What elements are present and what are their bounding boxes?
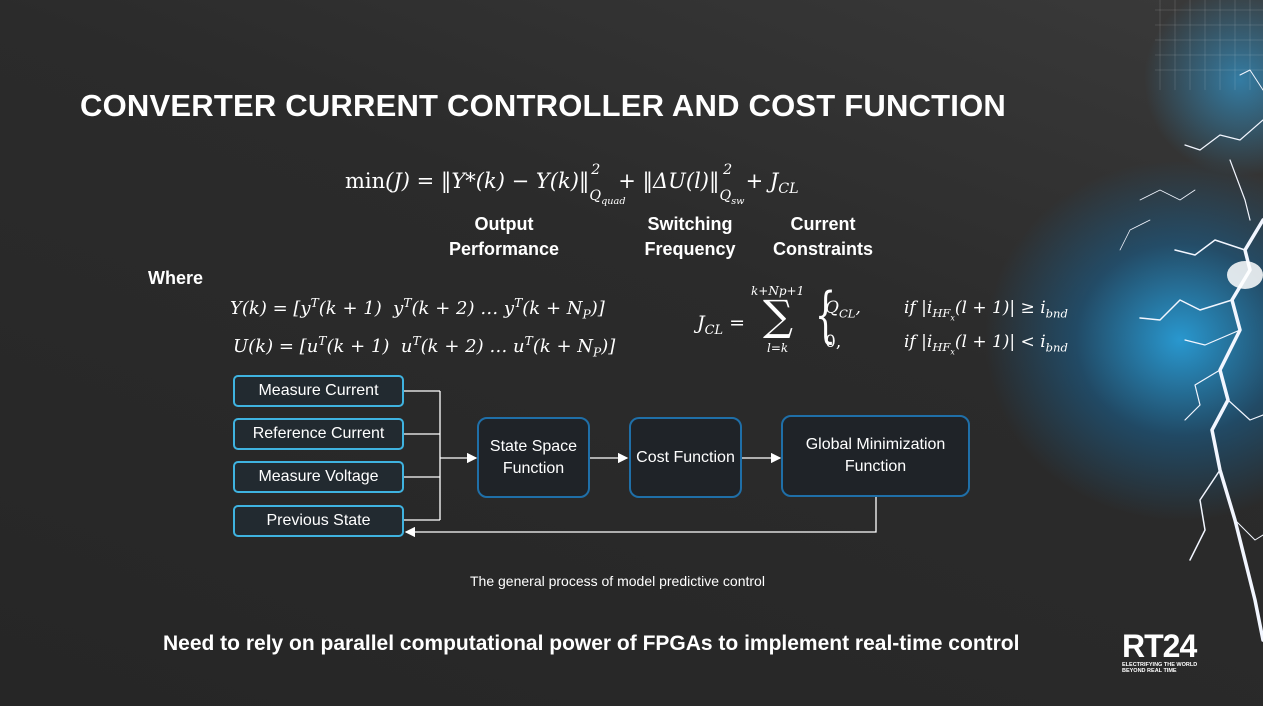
input-measure-voltage: Measure Voltage (233, 461, 404, 493)
rt24-logo: RT24 ELECTRIFYING THE WORLD BEYOND REAL … (1122, 630, 1212, 674)
equation-U: U(k) = [uT(k + 1) uT(k + 2) … uT(k + NP)… (233, 334, 616, 360)
logo-tagline: ELECTRIFYING THE WORLD BEYOND REAL TIME (1122, 662, 1198, 674)
where-label: Where (148, 268, 204, 288)
equation-Y: Y(k) = [yT(k + 1) yT(k + 2) … yT(k + NP)… (230, 296, 605, 322)
sum-lower-limit: l=k (767, 341, 789, 355)
slide-title: CONVERTER CURRENT CONTROLLER AND COST FU… (80, 88, 1006, 123)
case2-condition: if |iHFx(l + 1)| < ibnd (904, 332, 1068, 357)
case1-value: QCL, (825, 298, 861, 321)
case1-condition: if |iHFx(l + 1)| ≥ ibnd (904, 298, 1068, 323)
cost-function-box: Cost Function (629, 417, 742, 498)
sum-upper-limit: k+Np+1 (751, 284, 805, 298)
logo-mark: RT24 (1122, 628, 1197, 664)
jcl-lhs: JCL = (697, 312, 746, 338)
state-space-function-box: State Space Function (477, 417, 590, 498)
label-current-constraints: Current Constraints (772, 214, 873, 259)
summation-symbol: ∑ (763, 291, 793, 340)
label-output-performance: Output Performance (448, 214, 560, 259)
global-minimization-box: Global Minimization Function (781, 415, 970, 497)
diagram-caption: The general process of model predictive … (470, 573, 765, 589)
case2-value: 0, (825, 332, 842, 352)
label-switching-frequency: Switching Frequency (644, 214, 736, 259)
bottom-statement: Need to rely on parallel computational p… (163, 632, 1020, 655)
objective-equation: min(J) = ‖Y*(k) − Y(k)‖Qquad2 + ‖ΔU(l)‖Q… (345, 162, 799, 208)
input-reference-current: Reference Current (233, 418, 404, 450)
piecewise-brace: { (815, 280, 837, 350)
input-previous-state: Previous State (233, 505, 404, 537)
input-measure-current: Measure Current (233, 375, 404, 407)
